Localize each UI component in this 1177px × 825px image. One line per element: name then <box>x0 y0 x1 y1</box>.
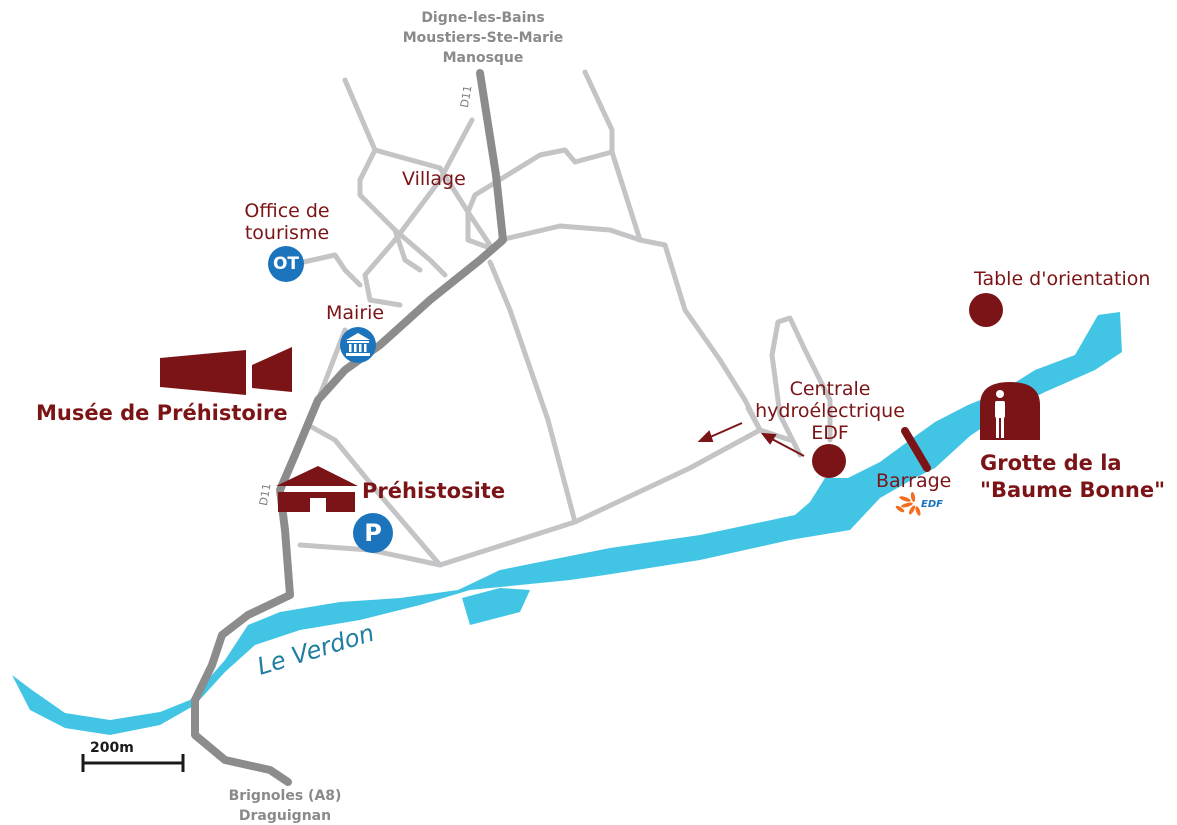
centrale-dot <box>812 444 846 478</box>
mairie-icon <box>340 327 376 363</box>
parking-badge-bg <box>353 513 393 553</box>
south-destinations: Brignoles (A8) Draguignan <box>200 786 370 825</box>
office-label: Office de tourisme <box>232 200 342 244</box>
barrage-label: Barrage <box>876 470 952 492</box>
scale-bar <box>81 754 185 772</box>
village-label: Village <box>402 168 466 190</box>
mairie-label: Mairie <box>326 302 385 324</box>
centrale-label-line3: EDF <box>811 422 849 444</box>
scale-label: 200m <box>90 740 134 756</box>
office-badge-text[interactable]: OT <box>272 254 300 274</box>
office-label-line1: Office de <box>244 200 330 222</box>
centrale-label: Centrale hydroélectrique EDF <box>744 378 916 444</box>
office-label-line2: tourisme <box>244 222 330 244</box>
musee-building-icon <box>160 347 292 395</box>
table-orientation-dot <box>969 293 1003 327</box>
cave-icon <box>980 382 1040 440</box>
prehistosite-label[interactable]: Préhistosite <box>362 479 506 503</box>
centrale-label-line1: Centrale <box>789 378 871 400</box>
centrale-label-line2: hydroélectrique <box>755 400 905 422</box>
direction-arrows <box>697 422 805 457</box>
edf-logo-icon <box>895 492 921 516</box>
north-dest-2: Moustiers-Ste-Marie <box>402 30 564 46</box>
barrage-icon <box>901 427 931 472</box>
edf-logo-text: EDF <box>921 499 943 510</box>
north-dest-1: Digne-les-Bains <box>421 10 545 26</box>
grotte-label[interactable]: Grotte de la "Baume Bonne" <box>980 450 1165 504</box>
hut-icon <box>276 466 358 512</box>
musee-label[interactable]: Musée de Préhistoire <box>36 401 288 425</box>
north-destinations: Digne-les-Bains Moustiers-Ste-Marie Mano… <box>388 8 578 68</box>
north-dest-3: Manosque <box>442 50 524 66</box>
river-verdon <box>12 312 1122 735</box>
south-dest-2: Draguignan <box>238 808 332 824</box>
grotte-label-line2: "Baume Bonne" <box>980 478 1166 502</box>
grotte-label-line1: Grotte de la <box>980 451 1122 475</box>
table-orientation-label: Table d'orientation <box>974 268 1151 290</box>
south-dest-1: Brignoles (A8) <box>228 788 342 804</box>
office-badge-bg <box>268 246 304 282</box>
parking-badge-text[interactable]: P <box>364 519 382 547</box>
river-channel <box>462 588 530 625</box>
